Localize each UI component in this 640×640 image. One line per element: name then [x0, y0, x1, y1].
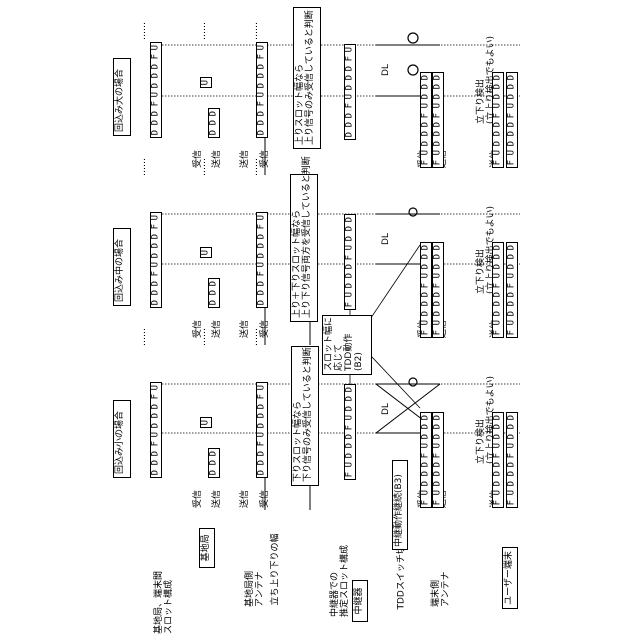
bs-ue-frame-label: 基地局、端末間 スロット構成: [154, 544, 176, 634]
label-rx: 受信: [193, 146, 203, 168]
repeater-box: 中継器: [352, 580, 368, 622]
judgement-updown: 上り＋下りスロット幅なら 上り下り信号両方を受信していると判断: [290, 174, 318, 322]
frame-repeater-rx: DDDUFDDDUF: [420, 412, 432, 508]
frame-bs-tx: DDD: [208, 448, 220, 478]
frame-repeater-tx: DDDUFDDDUF: [432, 242, 444, 338]
frame-ue-rx: DDDUFDDDUF: [506, 412, 518, 508]
ellipsis-6: ……: [198, 10, 208, 40]
frame-bs-ue: UFDDDUFDDD: [150, 212, 162, 308]
repeater-frame-label: 中継器での 推定スロット構成: [330, 537, 352, 617]
frame-bs-antenna: UFDDDUFDDD: [256, 382, 268, 478]
ellipsis-2: ……: [138, 146, 148, 176]
repeater-action-box: 中継動作継続(B3): [392, 460, 408, 550]
frame-ue-tx: DDDUFDDDUF: [492, 242, 504, 338]
frame-repeater-rx: DDDUFDDDUF: [420, 242, 432, 338]
bs-antenna-label: 基地局側 アンテナ: [245, 547, 267, 607]
frame-repeater: DDDUFDDDUF: [344, 384, 356, 480]
tdd-action-box: スロット幅に 応じて TDD動作 (B2): [322, 315, 372, 375]
frame-repeater: UFDDDUFDDD: [344, 44, 356, 140]
frame-bs-antenna: UFDDDUFDDD: [256, 212, 268, 308]
frame-bs-rx: U: [200, 77, 212, 88]
judgement-downlink: 下りスロット幅なら 下り信号のみ受信していると判断: [291, 346, 319, 486]
frame-bs-ue: UFDDDUFDDD: [150, 382, 162, 478]
frame-ue-rx: DDDUFDDDUF: [506, 242, 518, 338]
dl-label-large: DL: [381, 60, 391, 76]
ue-antenna-label: 端末側 アンテナ: [431, 547, 453, 607]
label-rx: 受信: [260, 486, 270, 508]
label-tx: 送信: [212, 486, 222, 508]
label-tx: 送信: [240, 316, 250, 338]
frame-repeater-tx: DDDUFDDDUF: [432, 412, 444, 508]
frame-repeater-tx: DDDUFDDDUF: [432, 72, 444, 168]
case-header-medium: 回込み中の場合: [113, 228, 131, 306]
frame-ue-tx: DDDUFDDDUF: [492, 412, 504, 508]
frame-ue-rx: DDDUFDDDUF: [506, 72, 518, 168]
frame-bs-tx: DDD: [208, 278, 220, 308]
label-rx: 受信: [193, 486, 203, 508]
frame-ue-tx: DDDUFDDDUF: [492, 72, 504, 168]
rise-width-label: 立ち上り下りの幅: [271, 526, 282, 606]
frame-bs-ue: UFDDDUFDDD: [150, 42, 162, 138]
dl-label-medium: DL: [381, 229, 391, 245]
label-tx: 送信: [212, 146, 222, 168]
case-header-small: 回込み小の場合: [113, 400, 131, 478]
frame-repeater: DDDUFDDDUF: [344, 214, 356, 310]
dl-label-small: DL: [381, 399, 391, 415]
ue-box: ユーザー端末: [502, 547, 518, 609]
label-tx: 送信: [240, 486, 250, 508]
frame-bs-rx: U: [200, 247, 212, 258]
ellipsis-9: ……: [250, 10, 260, 40]
label-tx: 送信: [240, 146, 250, 168]
frame-bs-rx: U: [200, 417, 212, 428]
label-rx: 受信: [193, 316, 203, 338]
ellipsis-7: ……: [250, 316, 260, 346]
frame-bs-tx: DDD: [208, 108, 220, 138]
frame-repeater-rx: DDDUFDDDUF: [420, 72, 432, 168]
judgement-uplink: 上りスロット幅なら 上り信号のみ受信していると判断: [293, 7, 321, 149]
label-rx: 受信: [260, 316, 270, 338]
frame-bs-antenna: UFDDDUFDDD: [256, 42, 268, 138]
base-station-box: 基地局: [199, 528, 215, 568]
label-rx: 受信: [260, 146, 270, 168]
label-tx: 送信: [212, 316, 222, 338]
ellipsis-1: ……: [138, 316, 148, 346]
ellipsis-3: ……: [138, 10, 148, 40]
ellipsis-8: ……: [250, 146, 260, 176]
case-header-large: 回込み大の場合: [113, 58, 131, 136]
